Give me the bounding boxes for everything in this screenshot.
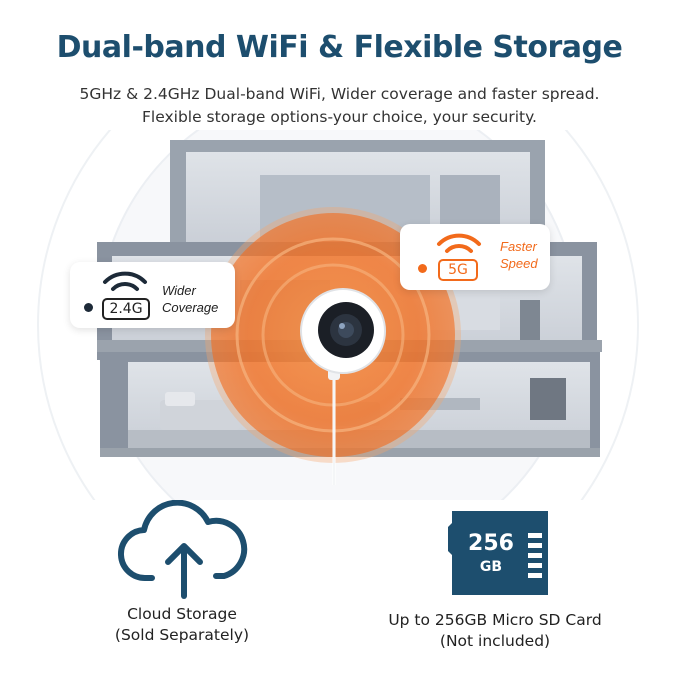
badge-caption-line: Coverage [162, 300, 219, 315]
sd-card-note: (Not included) [439, 632, 551, 650]
cloud-storage-note: (Sold Separately) [114, 626, 250, 644]
wifi-icon [437, 233, 481, 253]
band-dot [418, 264, 427, 273]
security-camera-icon [300, 288, 386, 485]
cloud-storage-label: Cloud Storage [127, 605, 237, 623]
badge-caption-line: Speed [500, 256, 538, 271]
badge-5g: 5G Faster Speed [400, 224, 550, 290]
subtitle-line-1: 5GHz & 2.4GHz Dual-band WiFi, Wider cove… [79, 85, 600, 103]
cloud-upload-icon [118, 500, 248, 599]
badge-caption-line: Faster [500, 239, 537, 254]
signal-ring-outer [37, 130, 639, 500]
sd-card-label: Up to 256GB Micro SD Card [388, 611, 602, 629]
badge-caption-line: Wider [162, 283, 196, 298]
sd-capacity-number: 256 [468, 531, 514, 556]
wifi-icon [103, 271, 147, 291]
micro-sd-card-icon: 256 GB [448, 511, 552, 595]
subtitle-line-2: Flexible storage options-your choice, yo… [141, 108, 537, 126]
band-dot [84, 303, 93, 312]
band-label-2-4g: 2.4G [102, 298, 150, 320]
sd-capacity-unit: GB [479, 559, 503, 575]
band-label-5g: 5G [438, 259, 478, 281]
page-title: Dual-band WiFi & Flexible Storage [56, 30, 623, 65]
badge-2-4g: 2.4G Wider Coverage [70, 262, 235, 328]
